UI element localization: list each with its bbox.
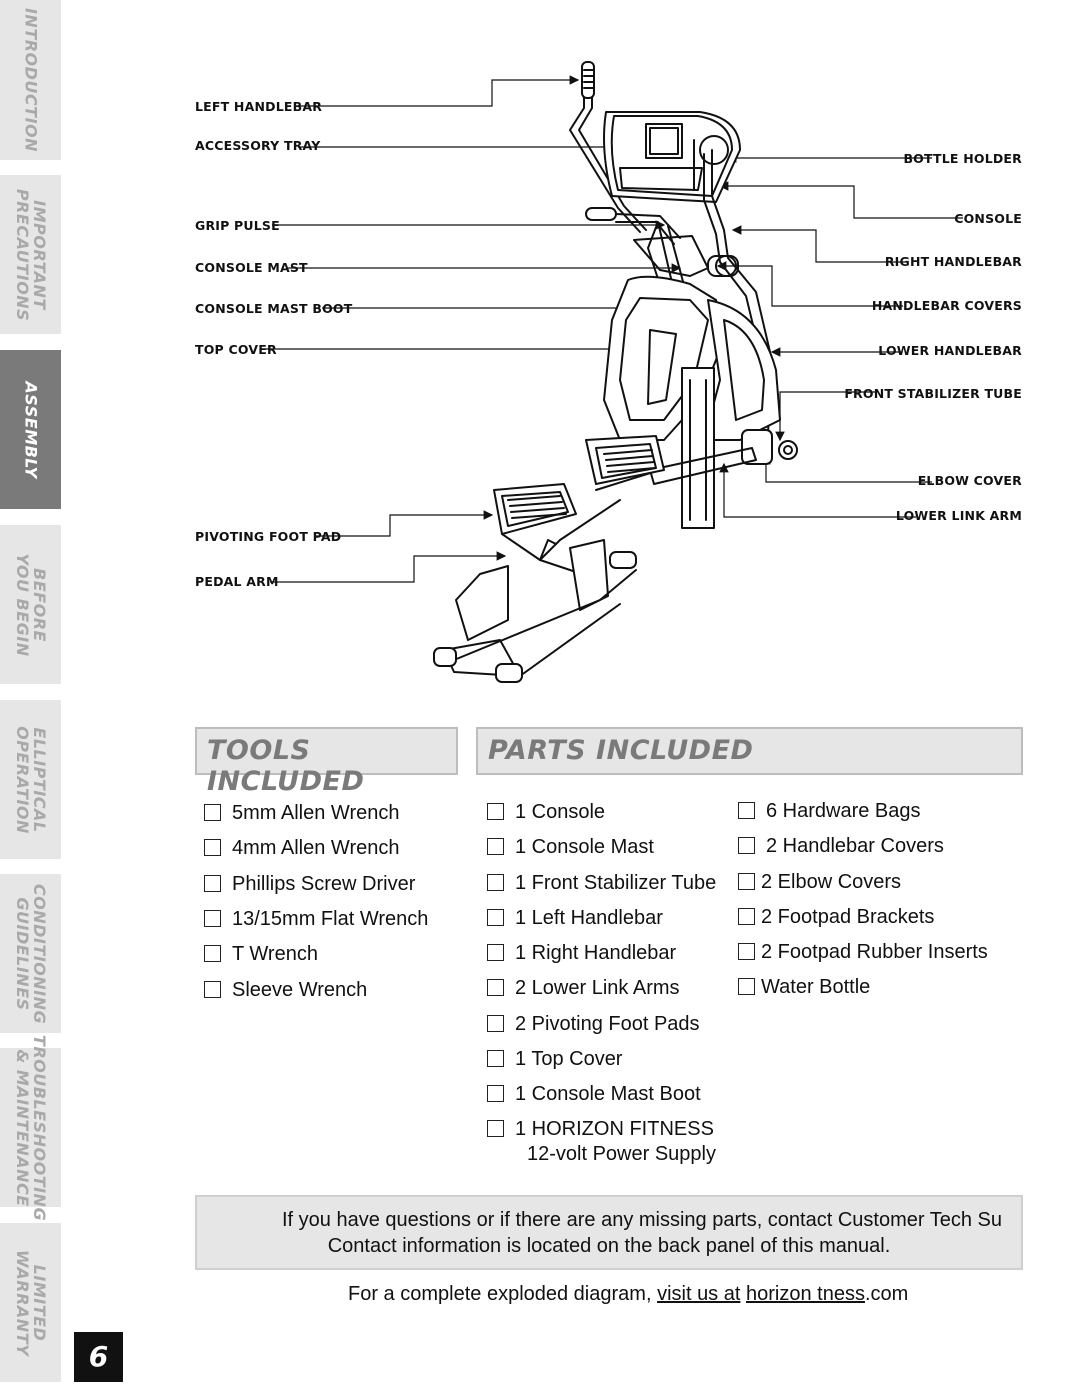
checkbox[interactable] bbox=[738, 837, 755, 854]
tool-item: 5mm Allen Wrench bbox=[204, 801, 399, 825]
checkbox[interactable] bbox=[487, 1085, 504, 1102]
callout-console: CONSOLE bbox=[954, 211, 1022, 226]
checkbox[interactable] bbox=[738, 978, 755, 995]
checkbox[interactable] bbox=[738, 943, 755, 960]
side-tab-important-precautions[interactable]: IMPORTANT PRECAUTIONS bbox=[0, 175, 61, 334]
callout-top-cover: TOP COVER bbox=[195, 342, 277, 357]
footer-link-domain[interactable]: horizon tness bbox=[745, 1283, 865, 1305]
tool-item: T Wrench bbox=[204, 942, 318, 966]
checkbox[interactable] bbox=[738, 802, 755, 819]
parts-included-header: PARTS INCLUDED bbox=[476, 727, 1023, 775]
checkbox[interactable] bbox=[204, 910, 221, 927]
callout-pedal-arm: PEDAL ARM bbox=[195, 574, 279, 589]
callout-bottle-holder: BOTTLE HOLDER bbox=[903, 151, 1022, 166]
footer-prefix: For a complete exploded diagram, bbox=[348, 1283, 658, 1305]
part-item: 1 HORIZON FITNESS bbox=[487, 1117, 714, 1141]
callout-lower-handlebar: LOWER HANDLEBAR bbox=[878, 343, 1022, 358]
side-tab-troubleshooting[interactable]: TROUBLESHOOTING & MAINTENANCE bbox=[0, 1034, 61, 1221]
checkbox[interactable] bbox=[487, 874, 504, 891]
checkbox[interactable] bbox=[204, 839, 221, 856]
tool-item: 4mm Allen Wrench bbox=[204, 836, 399, 860]
part-item: 6 Hardware Bags bbox=[738, 799, 921, 823]
part-item: 1 Front Stabilizer Tube bbox=[487, 871, 716, 895]
part-item: 1 Console Mast Boot bbox=[487, 1082, 701, 1106]
part-item: 2 Footpad Rubber Inserts bbox=[738, 940, 988, 964]
part-item-subline: 12-volt Power Supply bbox=[527, 1143, 716, 1165]
elliptical-diagram bbox=[265, 61, 963, 683]
part-item: Water Bottle bbox=[738, 975, 870, 999]
side-tab-label: ELLIPTICAL OPERATION bbox=[12, 725, 49, 834]
callout-console-mast-boot: CONSOLE MAST BOOT bbox=[195, 301, 353, 316]
parts-header-text: PARTS INCLUDED bbox=[488, 735, 754, 766]
callout-front-stabilizer-tube: FRONT STABILIZER TUBE bbox=[844, 386, 1022, 401]
callout-console-mast: CONSOLE MAST bbox=[195, 260, 308, 275]
checkbox[interactable] bbox=[738, 873, 755, 890]
checkbox[interactable] bbox=[204, 804, 221, 821]
callout-right-handlebar: RIGHT HANDLEBAR bbox=[884, 254, 1022, 269]
checkbox[interactable] bbox=[204, 945, 221, 962]
part-item: 1 Top Cover bbox=[487, 1047, 622, 1071]
callout-lower-link-arm: LOWER LINK ARM bbox=[895, 508, 1022, 523]
checkbox[interactable] bbox=[487, 803, 504, 820]
side-tab-label: CONDITIONING GUIDELINES bbox=[12, 883, 49, 1024]
part-item: 1 Left Handlebar bbox=[487, 906, 663, 930]
part-item: 2 Handlebar Covers bbox=[738, 834, 944, 858]
part-item: 2 Pivoting Foot Pads bbox=[487, 1012, 700, 1036]
callout-left-handlebar: LEFT HANDLEBAR bbox=[195, 99, 323, 114]
callout-handlebar-covers: HANDLEBAR COVERS bbox=[871, 298, 1022, 313]
checkbox[interactable] bbox=[204, 981, 221, 998]
tools-included-header: TOOLS INCLUDED bbox=[195, 727, 458, 797]
side-tab-assembly[interactable]: ASSEMBLY bbox=[0, 350, 61, 509]
callout-pivoting-foot-pad: PIVOTING FOOT PAD bbox=[195, 529, 342, 544]
part-item: 1 Right Handlebar bbox=[487, 941, 676, 965]
footer-suffix: .com bbox=[864, 1283, 909, 1305]
part-item: 2 Lower Link Arms bbox=[487, 976, 680, 1000]
side-tab-introduction[interactable]: INTRODUCTION bbox=[0, 0, 61, 160]
part-item: 2 Elbow Covers bbox=[738, 870, 901, 894]
side-tab-elliptical-operation[interactable]: ELLIPTICAL OPERATION bbox=[0, 700, 61, 859]
tools-header-text: TOOLS INCLUDED bbox=[207, 735, 365, 797]
side-tab-limited-warranty[interactable]: LIMITED WARRANTY bbox=[0, 1223, 61, 1382]
checkbox[interactable] bbox=[738, 908, 755, 925]
page-number: 6 bbox=[74, 1332, 123, 1382]
side-tab-conditioning-guidelines[interactable]: CONDITIONING GUIDELINES bbox=[0, 874, 61, 1033]
checkbox[interactable] bbox=[487, 838, 504, 855]
checkbox[interactable] bbox=[204, 875, 221, 892]
callout-elbow-cover: ELBOW COVER bbox=[917, 473, 1022, 488]
tool-item: Sleeve Wrench bbox=[204, 978, 367, 1002]
side-tab-label: LIMITED WARRANTY bbox=[12, 1249, 49, 1356]
callout-accessory-tray: ACCESSORY TRAY bbox=[195, 138, 321, 153]
tool-item: 13/15mm Flat Wrench bbox=[204, 907, 428, 931]
side-tab-label: TROUBLESHOOTING & MAINTENANCE bbox=[12, 1034, 49, 1221]
exploded-diagram-footer: For a complete exploded diagram, visit u… bbox=[348, 1283, 908, 1306]
notice-line-2: Contact information is located on the ba… bbox=[327, 1235, 891, 1257]
checkbox[interactable] bbox=[487, 944, 504, 961]
side-tab-before-you-begin[interactable]: BEFORE YOU BEGIN bbox=[0, 525, 61, 684]
callout-grip-pulse: GRIP PULSE bbox=[195, 218, 280, 233]
checkbox[interactable] bbox=[487, 1120, 504, 1137]
footer-link[interactable]: visit us at bbox=[657, 1283, 741, 1305]
checkbox[interactable] bbox=[487, 1050, 504, 1067]
part-item: 1 Console Mast bbox=[487, 835, 654, 859]
part-item: 1 Console bbox=[487, 800, 605, 824]
part-item: 2 Footpad Brackets bbox=[738, 905, 934, 929]
checkbox[interactable] bbox=[487, 1015, 504, 1032]
checkbox[interactable] bbox=[487, 909, 504, 926]
missing-parts-notice: If you have questions or if there are an… bbox=[195, 1195, 1023, 1270]
notice-line-1: If you have questions or if there are an… bbox=[282, 1209, 1002, 1231]
checkbox[interactable] bbox=[487, 979, 504, 996]
tool-item: Phillips Screw Driver bbox=[204, 872, 415, 896]
